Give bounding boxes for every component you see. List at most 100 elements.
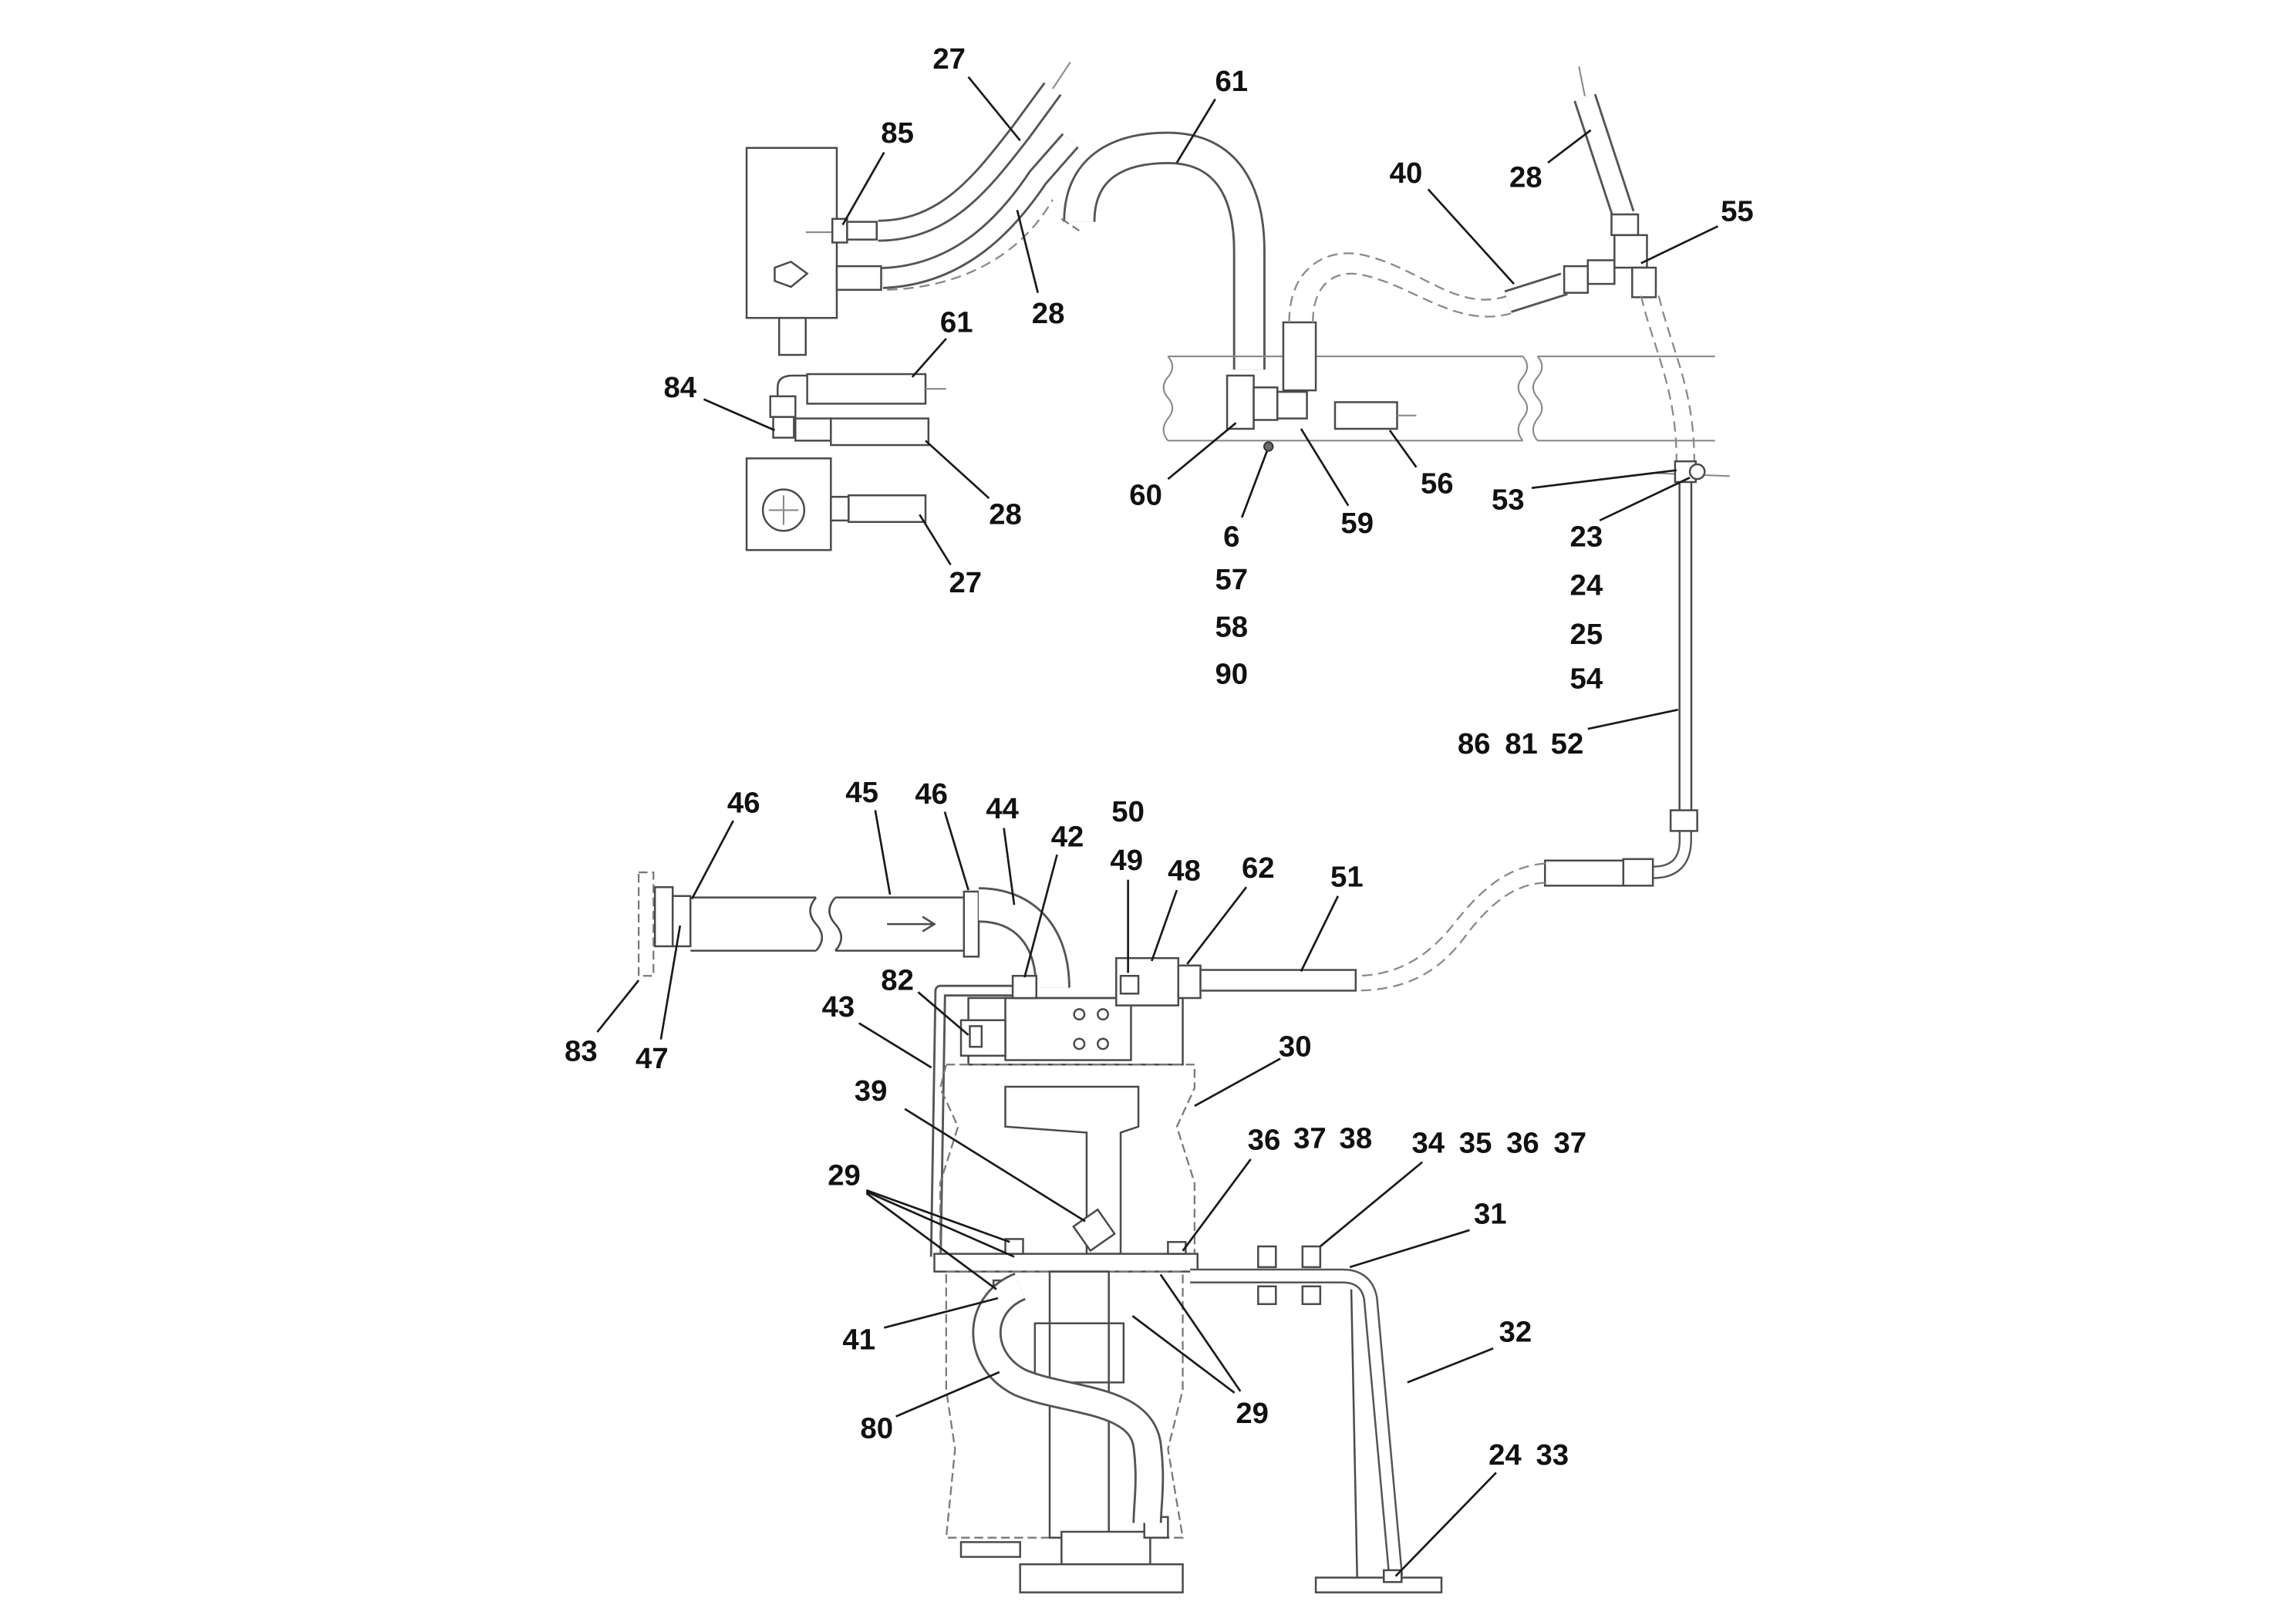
elbow-44-inner bbox=[978, 889, 1068, 989]
callout-35: 35 bbox=[1459, 1126, 1492, 1159]
leader-6 bbox=[1240, 450, 1269, 518]
leader-43 bbox=[858, 1022, 932, 1069]
callout-44: 44 bbox=[986, 792, 1019, 825]
leader-29-a bbox=[865, 1189, 1010, 1243]
bracket-outline bbox=[1190, 1268, 1404, 1577]
bolt-34-b bbox=[1301, 1245, 1322, 1269]
leader-83 bbox=[596, 980, 640, 1033]
mounting-plate-83 bbox=[637, 871, 655, 977]
callout-28: 28 bbox=[1032, 297, 1065, 330]
callout-43: 43 bbox=[822, 990, 855, 1023]
fitting-40-b bbox=[1586, 259, 1616, 285]
fitting-55-a bbox=[1610, 213, 1640, 237]
callout-53: 53 bbox=[1492, 483, 1525, 516]
leader-30 bbox=[1194, 1057, 1281, 1108]
callout-52: 52 bbox=[1551, 727, 1584, 760]
callout-49: 49 bbox=[1110, 844, 1143, 877]
leader-52 bbox=[1587, 708, 1679, 730]
pipe-43-inner bbox=[932, 986, 1035, 1257]
fitting-85-hex bbox=[846, 221, 878, 241]
upper-valve-block-assembly bbox=[745, 147, 882, 356]
leader-44 bbox=[1003, 828, 1016, 905]
callout-55: 55 bbox=[1721, 195, 1754, 228]
pump-upper-housing bbox=[939, 1064, 1196, 1258]
hose-51-dashed-b bbox=[1354, 882, 1546, 992]
callout-33: 33 bbox=[1536, 1438, 1569, 1472]
callout-82: 82 bbox=[881, 963, 914, 996]
callout-40: 40 bbox=[1390, 157, 1423, 190]
leader-60 bbox=[1167, 422, 1237, 481]
leader-62 bbox=[1186, 886, 1248, 965]
nut-37-b bbox=[1301, 1285, 1322, 1306]
callout-27: 27 bbox=[949, 566, 982, 599]
callout-51: 51 bbox=[1330, 860, 1364, 893]
leader-23 bbox=[1599, 477, 1691, 522]
tube-61-lower bbox=[806, 373, 927, 405]
callout-6: 6 bbox=[1223, 520, 1239, 553]
leader-84 bbox=[703, 398, 776, 432]
bracket-web bbox=[1350, 1289, 1358, 1580]
hose-40 bbox=[1504, 259, 1616, 313]
callout-80: 80 bbox=[860, 1411, 893, 1445]
callout-61: 61 bbox=[1215, 65, 1248, 98]
clip-23 bbox=[1688, 463, 1706, 481]
leader-46-right bbox=[943, 811, 969, 891]
fitting-84 bbox=[769, 395, 797, 418]
leader-40 bbox=[1427, 188, 1515, 285]
manifold-port-3 bbox=[1073, 1037, 1086, 1050]
pump-lower-housing bbox=[945, 1270, 1184, 1539]
callout-41: 41 bbox=[842, 1323, 875, 1356]
hose-end-51 bbox=[1543, 859, 1625, 887]
fitting-52-b bbox=[1622, 858, 1654, 887]
hose-40-dashed-b bbox=[1312, 272, 1512, 322]
callout-28: 28 bbox=[989, 498, 1022, 531]
flange-83 bbox=[653, 885, 674, 948]
callout-24: 24 bbox=[1489, 1438, 1522, 1472]
callout-labels: 27 85 28 61 61 84 28 27 40 28 55 60 6 57… bbox=[565, 42, 1754, 1472]
base-nut bbox=[1060, 1530, 1151, 1566]
flow-arrow bbox=[887, 916, 936, 932]
leader-45 bbox=[874, 810, 892, 895]
bolt-29-b bbox=[1167, 1241, 1187, 1255]
hose-40-dashed-a bbox=[1288, 252, 1509, 322]
fitting-62 bbox=[1177, 964, 1202, 1000]
bulkhead-fittings bbox=[1226, 252, 1512, 452]
pipe-43 bbox=[929, 984, 1035, 1257]
fitting-84-side bbox=[794, 417, 832, 442]
hose-61-end-dashed bbox=[1060, 218, 1081, 232]
hose-52-line bbox=[1354, 295, 1730, 992]
tube-28-lower bbox=[830, 417, 930, 447]
callout-37: 37 bbox=[1293, 1122, 1327, 1155]
leader-29-b bbox=[865, 1190, 1015, 1258]
fitting-27-lower bbox=[830, 495, 850, 522]
callout-25: 25 bbox=[1570, 618, 1603, 651]
hose-27-inner bbox=[878, 83, 1060, 240]
callout-50: 50 bbox=[1111, 795, 1145, 828]
leader-28-lower bbox=[925, 440, 990, 500]
tube-45-break-b bbox=[828, 896, 842, 952]
tube-45-break-a bbox=[809, 896, 824, 952]
leader-80 bbox=[895, 1371, 1000, 1418]
hose-down-b bbox=[1657, 295, 1695, 462]
bolt-29-a bbox=[1004, 1238, 1024, 1255]
fitting-39 bbox=[1072, 1208, 1116, 1253]
tube-51 bbox=[1199, 969, 1357, 992]
panel-break-mid-b bbox=[1532, 356, 1543, 441]
hose-28-right bbox=[1573, 66, 1657, 298]
manifold-block bbox=[959, 956, 1357, 1066]
callout-29: 29 bbox=[828, 1159, 861, 1192]
nut-37-a bbox=[1257, 1285, 1277, 1306]
leader-56 bbox=[1388, 430, 1418, 468]
leader-27-top bbox=[967, 76, 1021, 142]
callout-42: 42 bbox=[1051, 821, 1084, 854]
mounting-flange bbox=[933, 1253, 1199, 1273]
valve-82-knob bbox=[969, 1025, 983, 1048]
callout-90: 90 bbox=[1215, 658, 1248, 691]
bolt-34-a bbox=[1257, 1245, 1277, 1269]
callout-54: 54 bbox=[1570, 662, 1603, 695]
inlet-hose-45 bbox=[637, 871, 980, 977]
manifold-port-4 bbox=[1097, 1037, 1109, 1050]
leader-48 bbox=[1151, 889, 1178, 962]
base-plate bbox=[1019, 1563, 1184, 1593]
tube-27-lower bbox=[848, 494, 927, 523]
